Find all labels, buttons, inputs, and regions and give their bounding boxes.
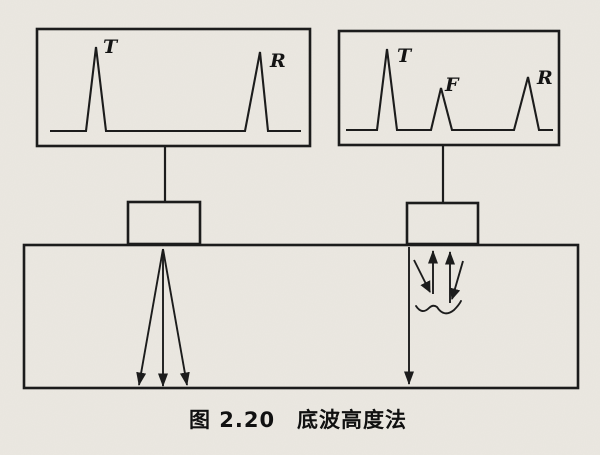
left-peak-label-bottom-echo: R xyxy=(269,50,286,72)
left-ascan-trace xyxy=(50,46,301,133)
right-peak-label-initial-pulse: T xyxy=(397,45,413,67)
right-peak-label-bottom-echo: R xyxy=(536,67,553,89)
left-peak-label-initial-pulse: T xyxy=(103,36,119,58)
right-ascan-screen xyxy=(337,29,561,147)
defect-squiggle xyxy=(415,300,462,315)
figure-caption: 图 2.20 底波高度法 xyxy=(189,408,407,432)
right-incident-beam-2 xyxy=(449,260,464,300)
right-ascan-trace xyxy=(346,48,553,132)
left-beam-diverging-right xyxy=(162,248,190,386)
right-peak-label-flaw-echo: F xyxy=(444,74,460,96)
left-beam-diverging-left xyxy=(136,248,164,386)
test-specimen xyxy=(22,243,580,390)
right-incident-beam-1 xyxy=(413,259,431,293)
left-ascan-screen xyxy=(35,27,312,148)
